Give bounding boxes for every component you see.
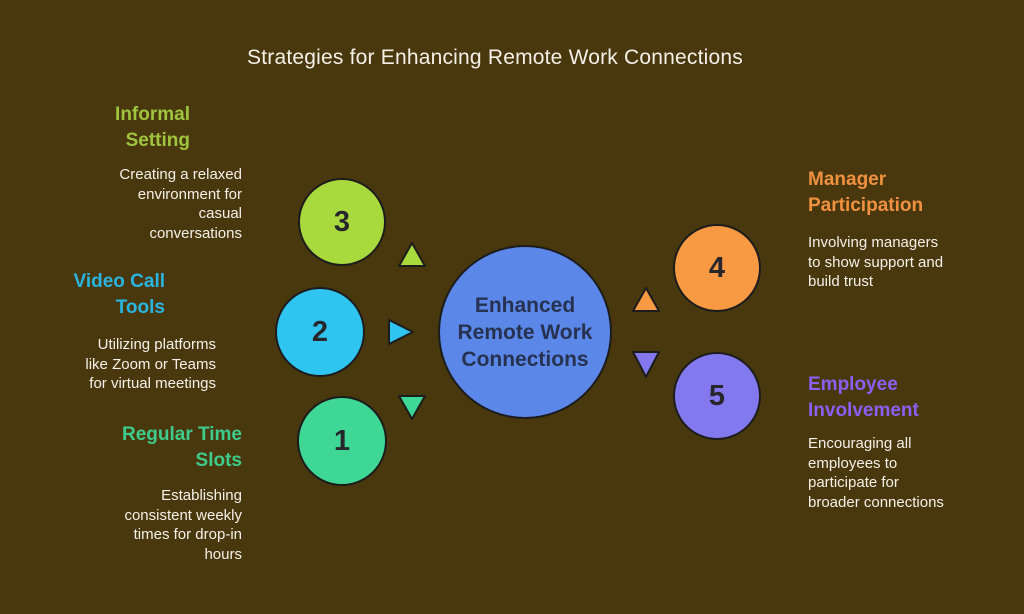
step-description-manager-participation: Involving managers to show support and b… [808,234,944,290]
step-number-5: 5 [708,379,726,412]
arrow-down-icon [398,395,426,420]
step-description-regular-time-slots: Establishing consistent weekly times for… [124,487,242,563]
step-heading-manager-participation: Manager Participation [808,169,924,216]
step-number-2: 2 [311,315,329,348]
diagram-title: Strategies for Enhancing Remote Work Con… [247,46,743,69]
arrow-up-icon [632,287,660,312]
step-heading-regular-time-slots: Regular Time Slots [121,424,242,471]
arrow-down-icon [632,351,660,378]
step-heading-employee-involvement: Employee Involvement [808,374,919,421]
step-description-employee-involvement: Encouraging all employees to participate… [808,435,944,511]
step-number-3: 3 [333,205,351,238]
step-number-4: 4 [708,251,726,284]
step-circle-5: 5 [673,352,761,440]
arrow-up-icon [398,242,426,267]
step-circle-3: 3 [298,178,386,266]
center-circle: Enhanced Remote Work Connections [438,245,612,419]
step-circle-4: 4 [673,224,761,312]
step-description-video-call-tools: Utilizing platforms like Zoom or Teams f… [85,336,216,392]
center-circle-label: Enhanced Remote Work Connections [457,293,593,371]
step-circle-1: 1 [297,396,387,486]
step-description-informal-setting: Creating a relaxed environment for casua… [119,166,242,242]
step-number-1: 1 [333,424,351,457]
step-heading-informal-setting: Informal Setting [115,104,190,151]
arrow-right-icon [388,319,414,345]
step-heading-video-call-tools: Video Call Tools [73,271,165,318]
step-circle-2: 2 [275,287,365,377]
